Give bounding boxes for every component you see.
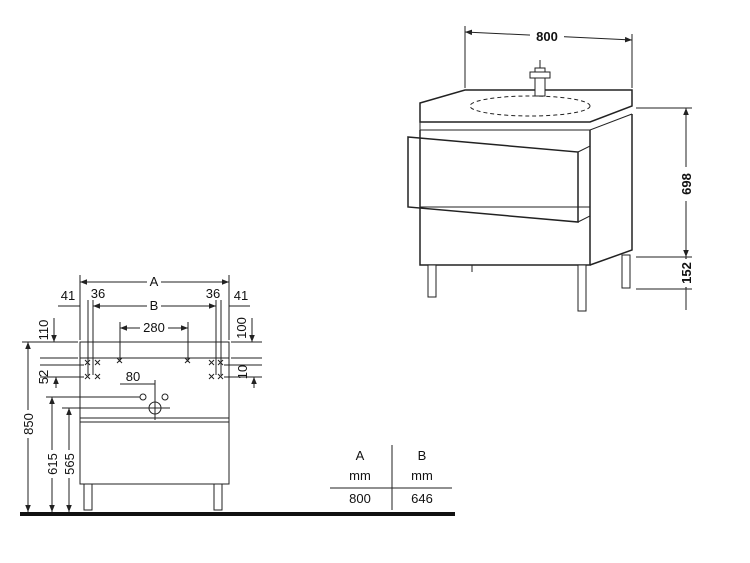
table-unit-A: mm [349, 468, 371, 483]
perspective-view: 800 698 152 [407, 26, 694, 312]
front-counter [79, 341, 230, 359]
dim-615: 615 [45, 453, 60, 475]
drawer-inner [577, 145, 591, 223]
dim-100: 100 [234, 317, 249, 339]
dim-52: 52 [36, 370, 51, 384]
table-header-B: B [418, 448, 427, 463]
basin-bowl [469, 95, 591, 117]
dim-36-left: 36 [91, 286, 105, 301]
dim-width: 800 [536, 29, 558, 44]
table-value-B: 646 [411, 491, 433, 506]
dim-B: B [150, 298, 159, 313]
drain-icon [139, 393, 170, 420]
dim-80: 80 [126, 369, 140, 384]
basin-top [419, 89, 633, 123]
table-header-A: A [356, 448, 365, 463]
front-cabinet [79, 357, 230, 485]
dim-A: A [150, 274, 159, 289]
front-view: A B 41 36 36 41 280 [20, 274, 455, 516]
leg [213, 483, 223, 511]
dim-110: 110 [36, 320, 51, 341]
leg [427, 264, 437, 298]
table-value-A: 800 [349, 491, 371, 506]
dim-565: 565 [62, 453, 77, 475]
faucet-icon [529, 60, 551, 97]
leg [621, 254, 631, 289]
leg [577, 264, 587, 312]
table-unit-B: mm [411, 468, 433, 483]
dim-41-right: 41 [234, 288, 248, 303]
dim-leg-height: 152 [679, 262, 694, 284]
dim-41-left: 41 [61, 288, 75, 303]
dim-850: 850 [21, 413, 36, 435]
dimension-table: A B mm mm 800 646 [330, 445, 452, 510]
basin-edge [419, 113, 633, 131]
dim-body-height: 698 [679, 173, 694, 195]
dim-10: 10 [235, 365, 250, 379]
dim-280: 280 [143, 320, 165, 335]
cabinet-side [589, 114, 633, 266]
dim-36-right: 36 [206, 286, 220, 301]
open-drawer [407, 136, 579, 223]
mounting-marks [84, 357, 224, 380]
leg [83, 483, 93, 511]
